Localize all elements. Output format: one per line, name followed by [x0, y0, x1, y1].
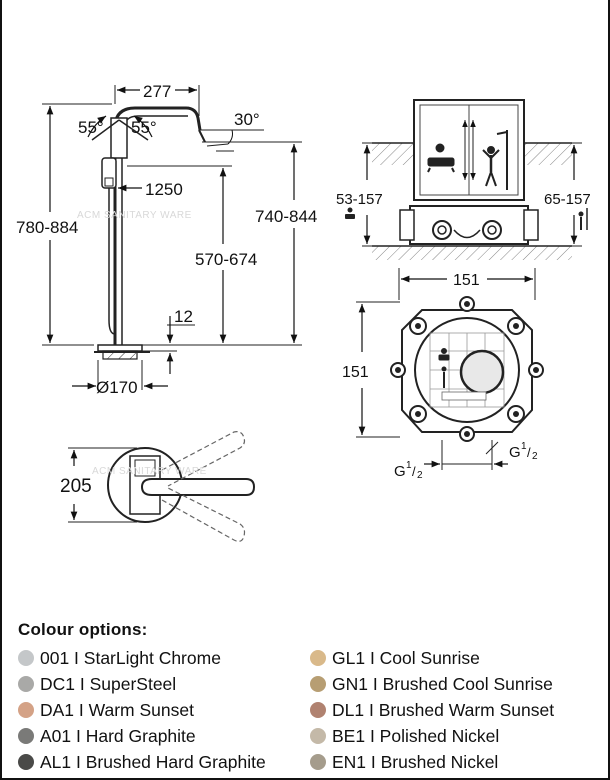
colour-item: AL1 I Brushed Hard Graphite: [18, 750, 310, 774]
colour-options-title: Colour options:: [18, 620, 148, 639]
dim-top-depth: 205: [60, 476, 92, 497]
colour-item: DL1 I Brushed Warm Sunset: [310, 698, 600, 722]
dim-spout-angle: 30°: [234, 110, 260, 129]
faucet-side-view: 277 55° 55° 30° 1250 780-884 740-844 570…: [16, 82, 317, 397]
dim-overall-height: 780-884: [16, 218, 78, 237]
colour-item: 001 I StarLight Chrome: [18, 646, 310, 670]
bath-small-icon: [345, 207, 355, 219]
faucet-top-view: 205 ACM SANITARY WARE: [60, 431, 256, 542]
watermark-side: ACM SANITARY WARE: [77, 210, 192, 221]
colour-item: A01 I Hard Graphite: [18, 724, 310, 748]
dim-angle-right: 55°: [131, 118, 157, 137]
colour-label: DA1 I Warm Sunset: [40, 699, 194, 720]
colour-label: BE1 I Polished Nickel: [332, 725, 500, 746]
colour-swatch: [310, 676, 326, 692]
colour-label: A01 I Hard Graphite: [40, 725, 196, 746]
colour-label: EN1 I Brushed Nickel: [332, 751, 499, 772]
colour-swatch: [18, 650, 34, 666]
dim-base-diameter: Ø170: [96, 378, 138, 397]
colour-list: 001 I StarLight Chrome GL1 I Cool Sunris…: [18, 646, 608, 774]
colour-label: DL1 I Brushed Warm Sunset: [332, 699, 555, 720]
watermark-top: ACM SANITARY WARE: [92, 466, 207, 477]
dim-hose-length: 1250: [145, 180, 183, 199]
colour-label: AL1 I Brushed Hard Graphite: [40, 751, 266, 772]
svg-text:G: G: [394, 463, 406, 480]
colour-item: GN1 I Brushed Cool Sunrise: [310, 672, 600, 696]
dim-lever-height: 570-674: [195, 250, 257, 269]
dim-base-thickness: 12: [174, 307, 193, 326]
colour-label: DC1 I SuperSteel: [40, 673, 177, 694]
colour-swatch: [310, 754, 326, 770]
shower-person-icon: [482, 130, 508, 190]
colour-item: EN1 I Brushed Nickel: [310, 750, 600, 774]
colour-swatch: [310, 728, 326, 744]
svg-text:/: /: [527, 445, 531, 460]
svg-text:1: 1: [406, 460, 412, 471]
colour-item: DA1 I Warm Sunset: [18, 698, 310, 722]
dim-spout-height: 740-844: [255, 207, 317, 226]
colour-label: 001 I StarLight Chrome: [40, 647, 221, 668]
svg-text:G: G: [509, 444, 521, 461]
dim-angle-left: 55°: [78, 118, 104, 137]
colour-item: GL1 I Cool Sunrise: [310, 646, 600, 670]
svg-text:/: /: [412, 464, 416, 479]
dim-box-width: 151: [453, 272, 480, 289]
colour-label: GL1 I Cool Sunrise: [332, 647, 480, 668]
colour-swatch: [310, 650, 326, 666]
colour-swatch: [310, 702, 326, 718]
colour-item: BE1 I Polished Nickel: [310, 724, 600, 748]
connection-left-label: G 1 / 2: [394, 460, 423, 481]
dim-box-height: 151: [342, 364, 369, 381]
colour-options: Colour options: 001 I StarLight Chrome G…: [18, 620, 608, 774]
shower-small-icon: [578, 208, 588, 230]
dim-left-depth: 53-157: [336, 191, 383, 208]
faucet-base: [97, 344, 143, 352]
bathtub-icon: [427, 143, 455, 173]
svg-text:2: 2: [417, 470, 423, 481]
colour-swatch: [18, 754, 34, 770]
colour-item: DC1 I SuperSteel: [18, 672, 310, 696]
connection-right-label: G 1 / 2: [509, 441, 538, 462]
dim-spout-width: 277: [143, 82, 171, 101]
technical-drawing: 277 55° 55° 30° 1250 780-884 740-844 570…: [16, 82, 591, 542]
colour-swatch: [18, 702, 34, 718]
box-front-view: 151 151: [342, 268, 544, 481]
dim-right-depth: 65-157: [544, 191, 591, 208]
box-side-view: 53-157 65-157: [336, 99, 591, 260]
colour-swatch: [18, 676, 34, 692]
svg-text:2: 2: [532, 451, 538, 462]
colour-label: GN1 I Brushed Cool Sunrise: [332, 673, 553, 694]
colour-swatch: [18, 728, 34, 744]
svg-text:1: 1: [521, 441, 527, 452]
